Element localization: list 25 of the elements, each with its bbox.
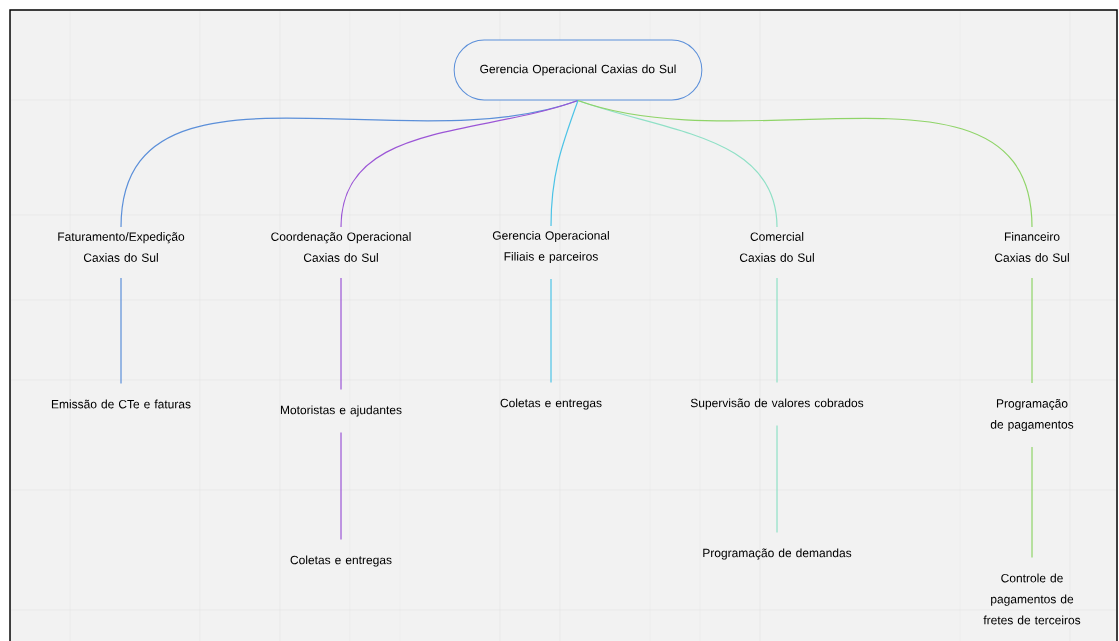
- node-label: Coletas e entregas: [500, 398, 602, 410]
- node-label: Supervisão de valores cobrados: [690, 398, 864, 410]
- node-label: Motoristas e ajudantes: [280, 405, 402, 417]
- node-label: Financeiro Caxias do Sul: [994, 232, 1069, 262]
- connector-line: [577, 99, 1033, 228]
- connector-line: [1031, 277, 1033, 384]
- connector-line: [550, 99, 579, 227]
- connector-line: [340, 99, 579, 228]
- node-label: Programação de pagamentos: [990, 398, 1074, 432]
- node-label: Controle de pagamentos de fretes de terceiros: [983, 573, 1081, 625]
- node-label: Coordenação Operacional Caxias do Sul: [271, 232, 411, 262]
- node-label: Comercial Caxias do Sul: [739, 232, 814, 262]
- connector-line: [776, 277, 778, 383]
- node-label: Coletas e entregas: [290, 555, 392, 567]
- node-label: Programação de demandas: [703, 548, 852, 560]
- node-label: Emissão de CTe e faturas: [51, 399, 191, 409]
- connector-line: [550, 278, 552, 383]
- connector-line: [120, 277, 122, 385]
- node-label: Faturamento/Expedição Caxias do Sul: [58, 232, 185, 262]
- connector-line: [1031, 446, 1033, 559]
- root-box: Gerencia Operacional Caxias do Sul: [453, 39, 703, 101]
- connector-line: [776, 425, 778, 533]
- connector-line: [340, 432, 342, 540]
- connector-line: [340, 277, 342, 390]
- node-label: Gerencia Operacional Filiais e parceiros: [492, 230, 609, 264]
